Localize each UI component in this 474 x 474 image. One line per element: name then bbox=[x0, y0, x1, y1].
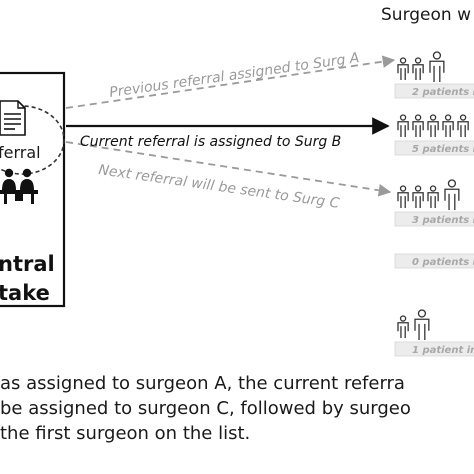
caption-line-2: be assigned to surgeon C, followed by su… bbox=[0, 398, 411, 419]
surgeon-icon bbox=[444, 179, 460, 210]
queue-bar bbox=[394, 253, 474, 269]
surgeon-row-3: 3 patients i bbox=[394, 179, 474, 227]
referral-label: ferral bbox=[0, 143, 41, 162]
surgeon-row-4: 0 patients i bbox=[394, 253, 474, 269]
surgeon-header: Surgeon w bbox=[381, 5, 471, 25]
arrow-label-next: Next referral will be sent to Surg C bbox=[97, 162, 340, 212]
surgeon-row-1: 2 patients i bbox=[394, 51, 474, 99]
person-icon bbox=[397, 185, 409, 208]
person-icon bbox=[427, 114, 439, 137]
surgeon-row-2: 5 patients i bbox=[394, 114, 474, 156]
queue-bar bbox=[394, 140, 474, 156]
central-intake: ferral ntral take bbox=[0, 71, 66, 308]
person-icon bbox=[397, 57, 409, 80]
caption-line-3: the first surgeon on the list. bbox=[0, 423, 251, 444]
intake-title-line1: ntral bbox=[0, 252, 55, 276]
caption-line-1: as assigned to surgeon A, the current re… bbox=[0, 373, 405, 394]
person-icon bbox=[427, 185, 439, 208]
queue-bar bbox=[394, 83, 474, 99]
person-icon bbox=[442, 114, 454, 137]
intake-staff-icon bbox=[0, 168, 38, 204]
queue-label: 1 patient in bbox=[412, 345, 474, 356]
person-icon bbox=[412, 185, 424, 208]
person-icon bbox=[397, 114, 409, 137]
person-icon bbox=[457, 114, 469, 137]
surgeon-icon bbox=[429, 51, 445, 82]
queue-label: 0 patients i bbox=[412, 257, 474, 268]
arrow-previous-referral bbox=[65, 55, 396, 109]
intake-title-line2: take bbox=[0, 281, 50, 305]
queue-bar bbox=[394, 341, 474, 357]
surgeon-icon bbox=[414, 309, 430, 340]
queue-label: 5 patients i bbox=[412, 144, 474, 155]
arrow-label-current: Current referral is assigned to Surg B bbox=[80, 134, 341, 150]
referral-document-icon bbox=[0, 100, 26, 136]
queue-bar bbox=[394, 211, 474, 227]
surgeon-queues: 2 patients i 5 patients i 3 patients i 0 pa… bbox=[394, 51, 474, 357]
referral-bubble bbox=[0, 105, 65, 175]
arrow-label-previous: Previous referral assigned to Surg A bbox=[108, 50, 360, 101]
person-icon bbox=[412, 114, 424, 137]
arrow-next-referral bbox=[65, 141, 392, 197]
person-icon bbox=[412, 57, 424, 80]
queue-label: 2 patients i bbox=[412, 87, 474, 98]
person-icon bbox=[397, 315, 409, 338]
queue-label: 3 patients i bbox=[412, 215, 474, 226]
surgeon-row-5: 1 patient in bbox=[394, 309, 474, 357]
